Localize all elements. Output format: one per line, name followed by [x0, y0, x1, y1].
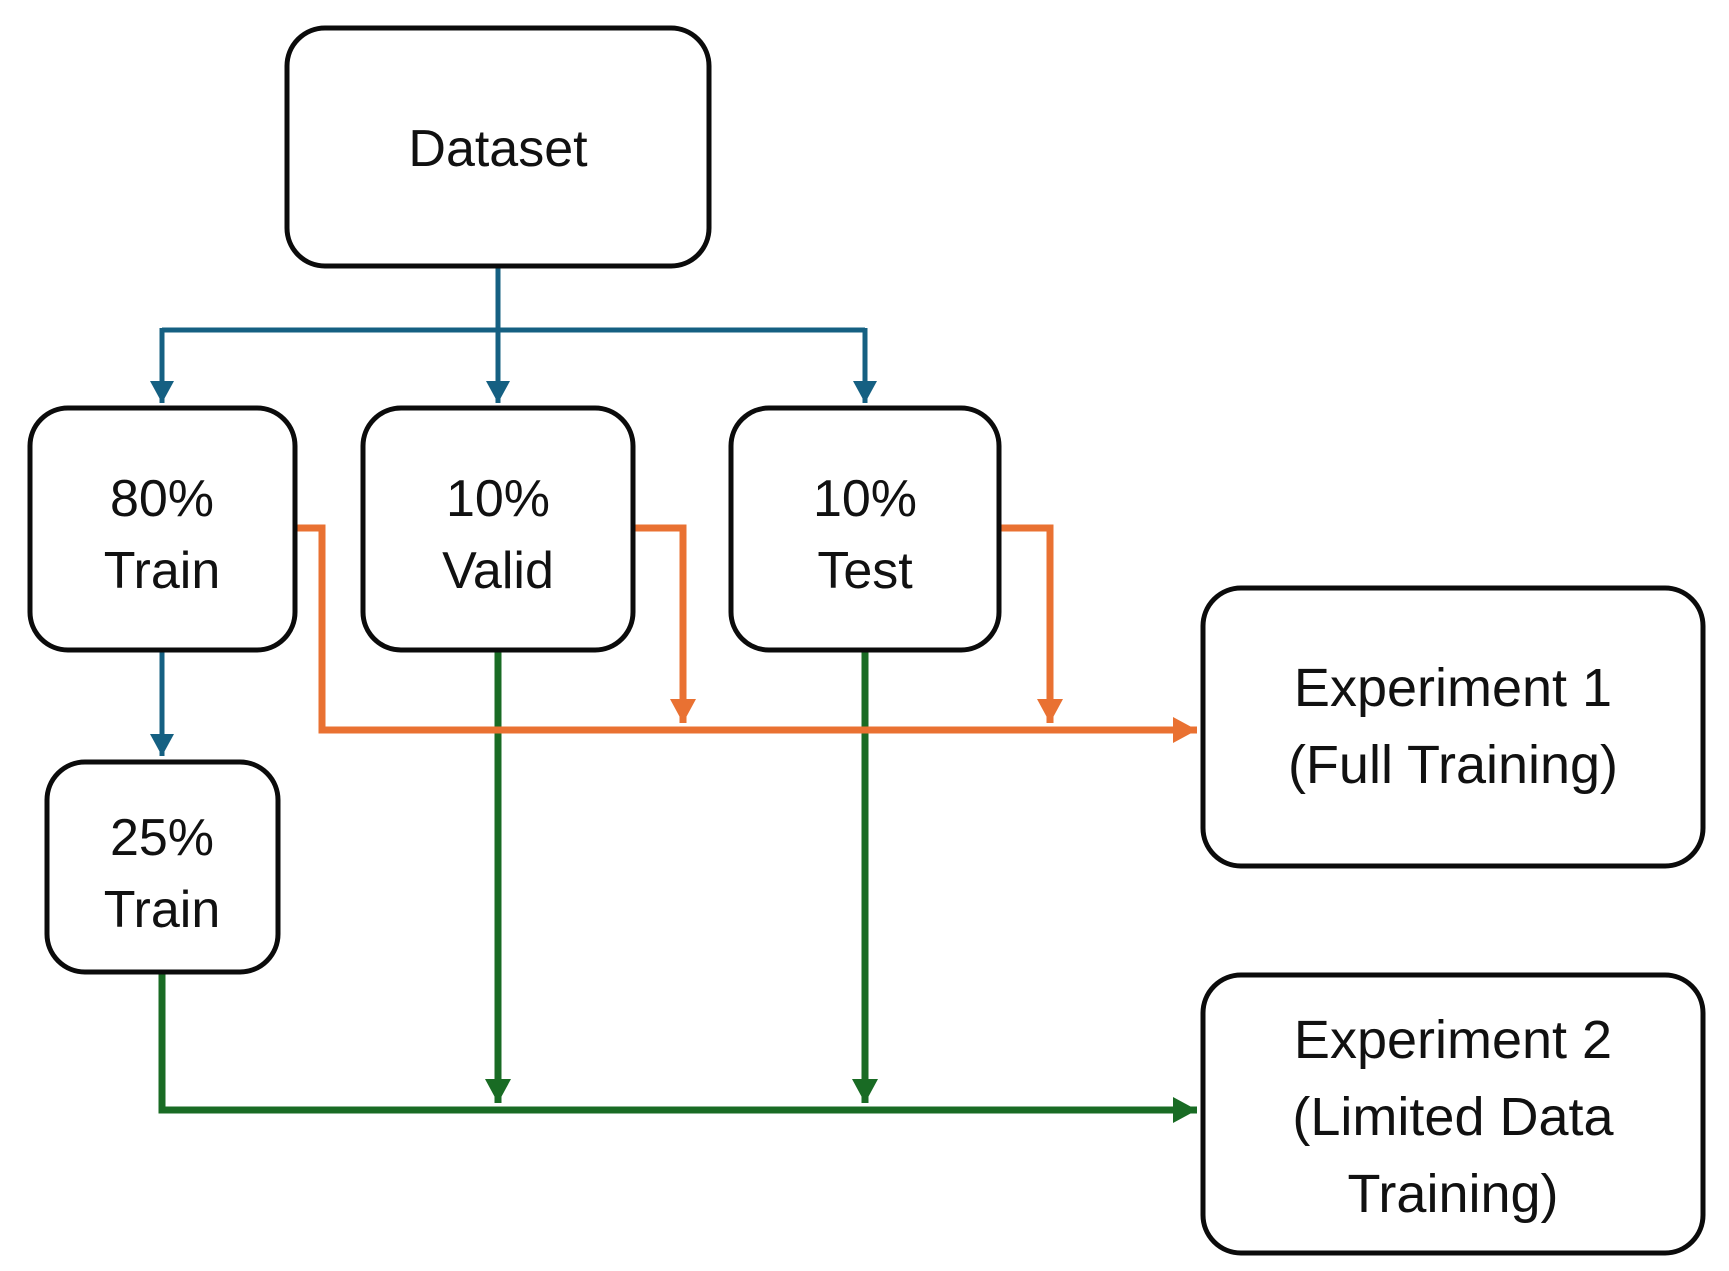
node-experiment-2-box: [1200, 972, 1706, 1256]
node-dataset-label: Dataset: [408, 120, 588, 178]
edge-train80-to-experiment1: [295, 524, 1197, 743]
node-experiment-1-label-line1: Experiment 1: [1294, 658, 1612, 718]
node-test-10-label-line2: Test: [817, 542, 913, 600]
node-train-80-box: [27, 405, 298, 653]
node-dataset: Dataset: [284, 25, 712, 269]
node-experiment-1-label-line2: (Full Training): [1288, 735, 1618, 795]
node-test-10-label-line1: 10%: [813, 470, 917, 528]
node-train-25-box: [44, 759, 281, 975]
node-train-25-label-line1: 25%: [110, 809, 214, 867]
node-experiment-1-box: [1200, 585, 1706, 869]
node-train-25-label-line2: Train: [104, 881, 221, 939]
node-train-80-label-line2: Train: [104, 542, 221, 600]
node-experiment-2-label-line2: (Limited Data: [1292, 1087, 1614, 1147]
node-train-80: 80% Train: [27, 405, 298, 653]
node-experiment-2-label-line1: Experiment 2: [1294, 1010, 1612, 1070]
node-test-10-box: [728, 405, 1002, 653]
node-experiment-2-label-line3: Training): [1347, 1164, 1558, 1224]
node-valid-10-box: [360, 405, 636, 653]
edges-limited-training: [158, 650, 1197, 1123]
edges-full-training: [295, 524, 1197, 743]
node-valid-10-label-line1: 10%: [446, 470, 550, 528]
node-experiment-1: Experiment 1 (Full Training): [1200, 585, 1706, 869]
node-test-10: 10% Test: [728, 405, 1002, 653]
edge-test10-to-experiment1: [999, 524, 1063, 723]
edge-valid10-to-experiment1: [633, 524, 696, 723]
node-valid-10: 10% Valid: [360, 405, 636, 653]
node-train-25: 25% Train: [44, 759, 281, 975]
edge-train25-to-experiment2: [158, 972, 1197, 1123]
edges-dataset-split: [150, 266, 877, 756]
node-train-80-label-line1: 80%: [110, 470, 214, 528]
node-dataset-box: [284, 25, 712, 269]
node-experiment-2: Experiment 2 (Limited Data Training): [1200, 972, 1706, 1256]
node-valid-10-label-line2: Valid: [442, 542, 554, 600]
